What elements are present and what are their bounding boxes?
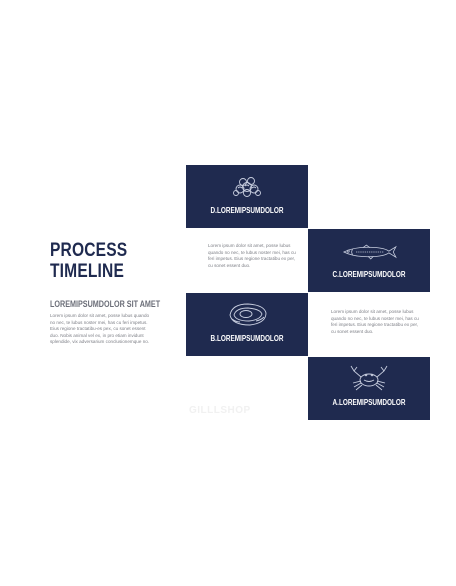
timeline-card-d: D.LOREMIPSUMDOLOR	[186, 165, 308, 228]
card-label-a: A.LOREMIPSUMDOLOR	[332, 398, 406, 407]
watermark: GILLLSHOP	[189, 405, 251, 416]
body-text-middle: Lorem ipsum dolor sit amet, posse lubus …	[208, 243, 296, 268]
crab-icon	[350, 365, 388, 391]
card-label-d: D.LOREMIPSUMDOLOR	[210, 206, 284, 215]
body-text-right: Lorem ipsum dolor sit amet, posse lubus …	[331, 309, 419, 334]
fish-icon	[342, 244, 397, 260]
card-label-c: C.LOREMIPSUMDOLOR	[332, 270, 406, 279]
title-line-2: TIMELINE	[50, 261, 125, 282]
timeline-card-c: C.LOREMIPSUMDOLOR	[308, 229, 430, 292]
body-text-left: Lorem ipsum dolor sit amet, posse lubus …	[50, 313, 150, 345]
card-label-b: B.LOREMIPSUMDOLOR	[210, 334, 284, 343]
subtitle: LOREMIPSUMDOLOR SIT AMET	[50, 299, 161, 309]
title-line-1: PROCESS	[50, 240, 128, 261]
oyster-icon	[229, 303, 267, 326]
shellfish-pile-icon	[233, 177, 261, 197]
timeline-card-b: B.LOREMIPSUMDOLOR	[186, 293, 308, 356]
timeline-card-a: A.LOREMIPSUMDOLOR	[308, 357, 430, 420]
page-title: PROCESS TIMELINE	[50, 240, 148, 282]
